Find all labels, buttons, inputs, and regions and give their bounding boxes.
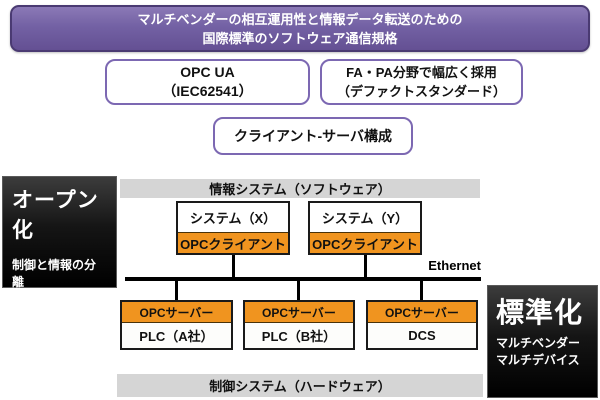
connector-server-1 xyxy=(175,281,178,300)
title-banner-line1: マルチベンダーの相互運用性と情報データ転送のための xyxy=(137,11,463,27)
fa-pa-line1: FA・PA分野で幅広く採用 xyxy=(346,65,497,80)
system-y-label: システム（Y） xyxy=(310,203,420,232)
device-dcs-label: DCS xyxy=(368,323,476,348)
fa-pa-line2: （デファクトスタンダード） xyxy=(336,84,506,99)
client-server-box: クライアント-サーバ構成 xyxy=(213,117,413,155)
connector-client-y xyxy=(364,255,367,278)
standardization-title: 標準化 xyxy=(496,297,584,328)
control-system-layer: 制御システム（ハードウェア） xyxy=(117,374,483,397)
connector-server-3 xyxy=(420,281,423,300)
connector-server-2 xyxy=(297,281,300,300)
opc-ua-standard: （IEC62541） xyxy=(162,83,253,99)
ethernet-label: Ethernet xyxy=(428,258,481,273)
system-x-label: システム（X） xyxy=(178,203,288,232)
server-stack-dcs: OPCサーバー DCS xyxy=(366,300,478,350)
device-plc-b-label: PLC（B社） xyxy=(245,323,353,348)
standardization-line2: マルチデバイス xyxy=(496,353,580,367)
ethernet-bus-line xyxy=(125,277,481,281)
title-banner-line2: 国際標準のソフトウェア通信規格 xyxy=(202,30,398,46)
openness-subtitle: 制御と情報の分離 xyxy=(12,258,97,289)
opc-client-y-label: OPCクライアント xyxy=(310,232,420,253)
opc-ua-box: OPC UA （IEC62541） xyxy=(105,59,310,105)
opc-ua-name: OPC UA xyxy=(180,64,235,80)
standardization-line1: マルチベンダー xyxy=(496,336,581,350)
opc-server-3-label: OPCサーバー xyxy=(368,302,476,323)
openness-title: オープン化 xyxy=(12,189,99,242)
information-system-layer: 情報システム（ソフトウェア） xyxy=(120,179,480,198)
control-system-label: 制御システム（ハードウェア） xyxy=(209,379,391,394)
opc-server-2-label: OPCサーバー xyxy=(245,302,353,323)
opc-client-x-label: OPCクライアント xyxy=(178,232,288,253)
client-server-label: クライアント-サーバ構成 xyxy=(234,128,392,144)
opc-server-1-label: OPCサーバー xyxy=(122,302,231,323)
device-plc-a-label: PLC（A社） xyxy=(122,323,231,348)
fa-pa-adoption-box: FA・PA分野で幅広く採用 （デファクトスタンダード） xyxy=(320,59,523,105)
title-banner: マルチベンダーの相互運用性と情報データ転送のための 国際標準のソフトウェア通信規… xyxy=(10,5,590,52)
openness-callout: オープン化 制御と情報の分離 xyxy=(2,176,117,289)
client-stack-x: システム（X） OPCクライアント xyxy=(176,201,290,255)
server-stack-plc-a: OPCサーバー PLC（A社） xyxy=(120,300,233,350)
connector-client-x xyxy=(232,255,235,278)
information-system-label: 情報システム（ソフトウェア） xyxy=(209,182,391,197)
client-stack-y: システム（Y） OPCクライアント xyxy=(308,201,422,255)
server-stack-plc-b: OPCサーバー PLC（B社） xyxy=(243,300,355,350)
standardization-callout: 標準化 マルチベンダー マルチデバイス xyxy=(487,285,598,398)
